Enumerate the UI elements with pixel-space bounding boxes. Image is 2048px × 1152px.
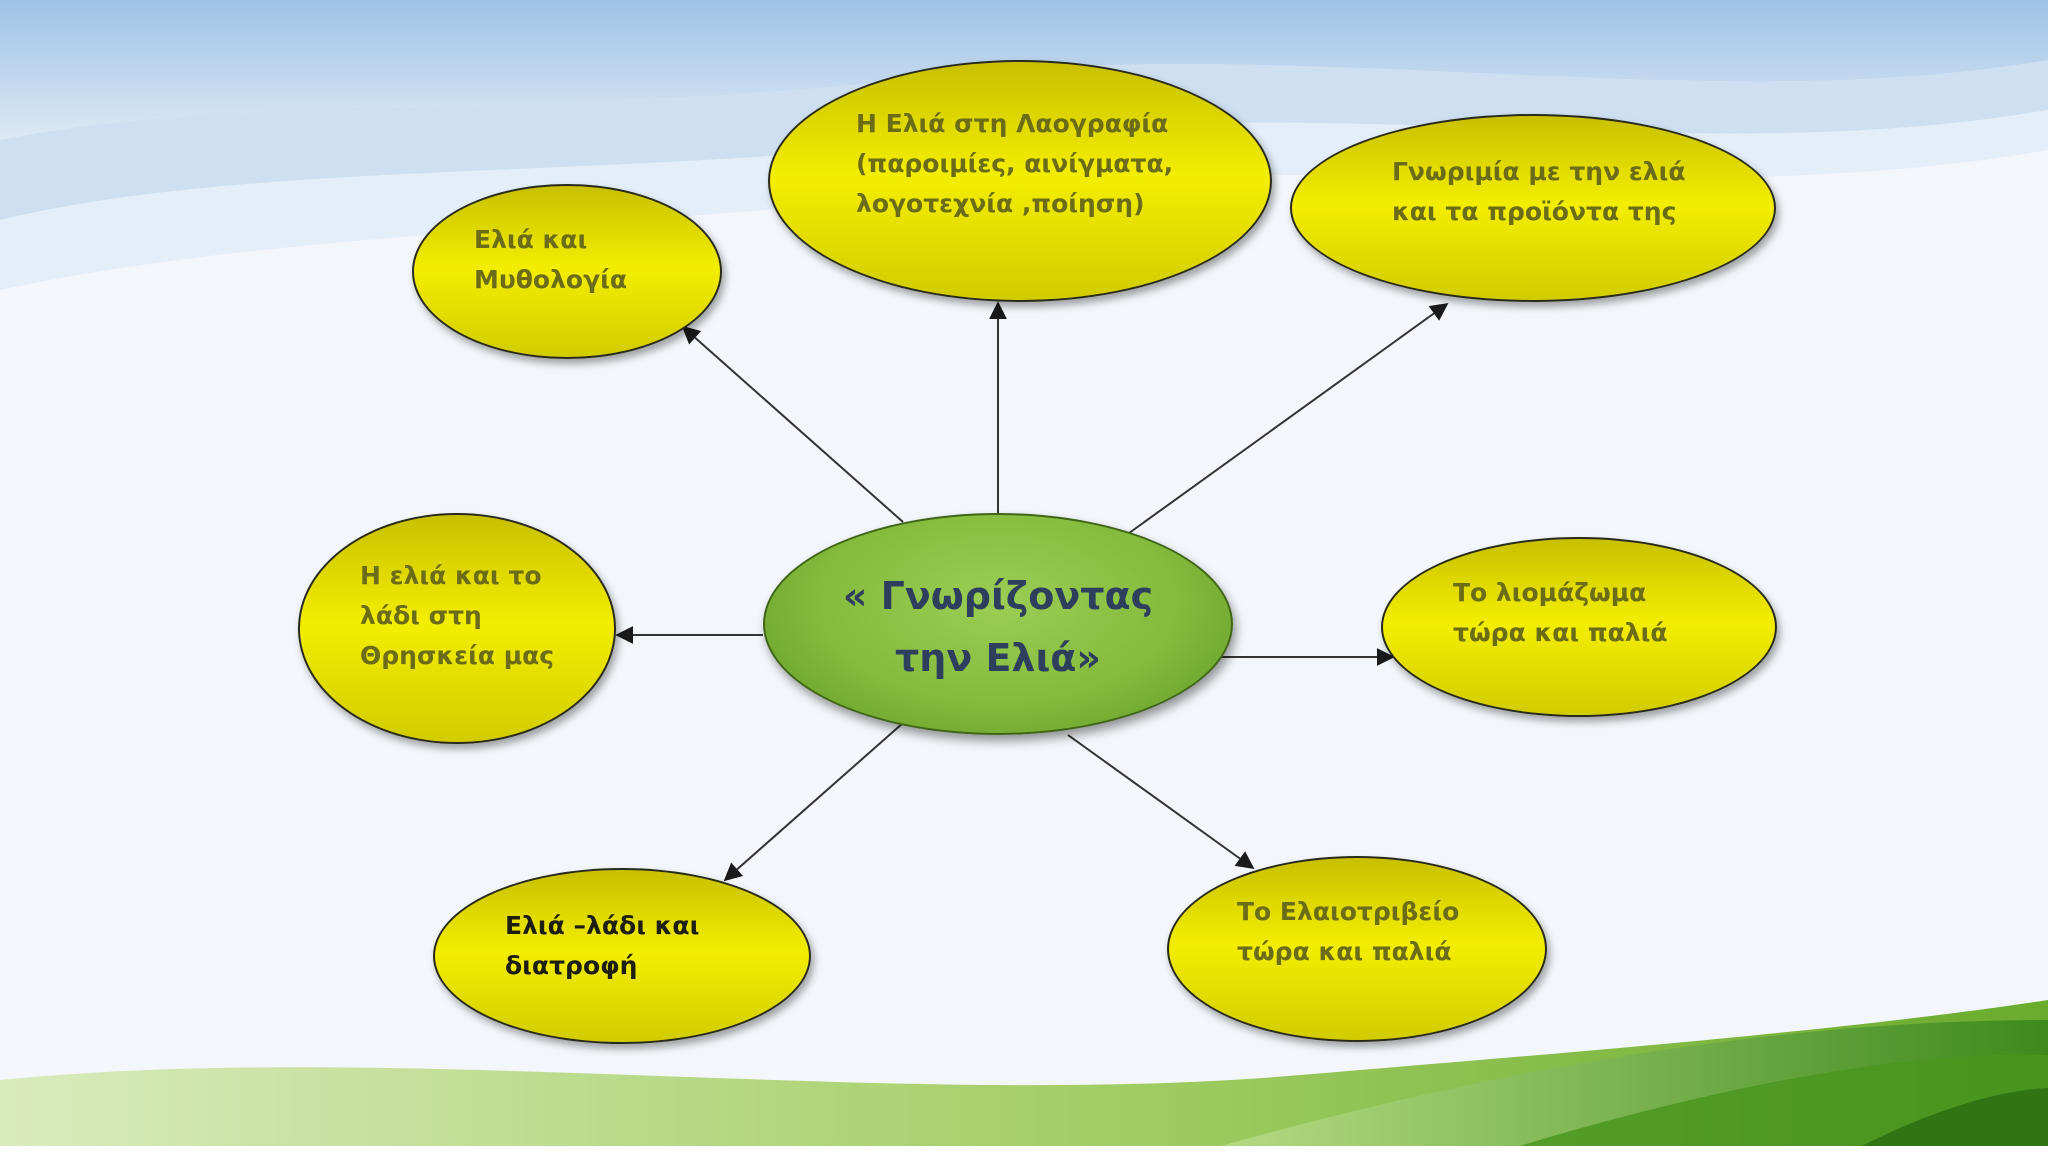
node-olive-press-label: Το Ελαιοτριβείο τώρα και παλιά <box>1237 892 1459 972</box>
node-religion: Η ελιά και το λάδι στη Θρησκεία μας <box>298 513 616 744</box>
node-mythology-label: Ελιά και Μυθολογία <box>474 220 627 300</box>
node-olive-press: Το Ελαιοτριβείο τώρα και παλιά <box>1167 856 1547 1042</box>
node-harvest: Το λιομάζωμα τώρα και παλιά <box>1381 537 1777 717</box>
node-folklore-label: Η Ελιά στη Λαογραφία (παροιμίες, αινίγμα… <box>856 104 1173 224</box>
node-products-label: Γνωριμία με την ελιά και τα προϊόντα της <box>1392 152 1686 232</box>
node-nutrition: Ελιά –λάδι και διατροφή <box>433 868 811 1044</box>
node-harvest-label: Το λιομάζωμα τώρα και παλιά <box>1453 573 1668 653</box>
node-mythology: Ελιά και Μυθολογία <box>412 184 722 359</box>
node-religion-label: Η ελιά και το λάδι στη Θρησκεία μας <box>360 556 554 676</box>
node-folklore: Η Ελιά στη Λαογραφία (παροιμίες, αινίγμα… <box>768 60 1272 302</box>
node-products: Γνωριμία με την ελιά και τα προϊόντα της <box>1290 114 1776 302</box>
center-topic: « Γνωρίζοντας την Ελιά» <box>763 513 1233 735</box>
node-nutrition-label: Ελιά –λάδι και διατροφή <box>505 906 699 986</box>
center-topic-label: « Γνωρίζοντας την Ελιά» <box>765 565 1231 689</box>
